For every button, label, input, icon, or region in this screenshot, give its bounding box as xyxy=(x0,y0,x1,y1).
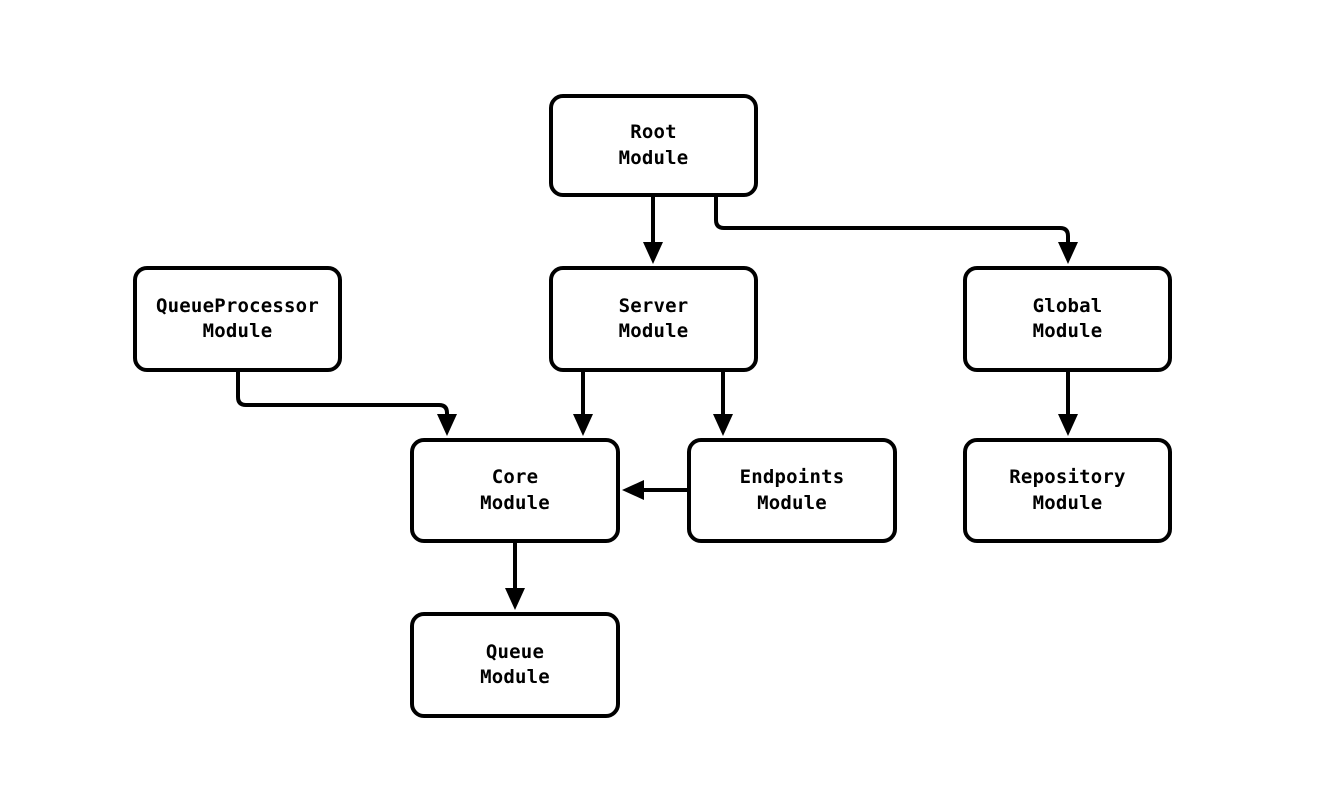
node-queue-label: Queue Module xyxy=(480,640,550,688)
node-root[interactable]: Root Module xyxy=(549,94,758,197)
node-endpoints[interactable]: Endpoints Module xyxy=(687,438,897,543)
node-root-label: Root Module xyxy=(618,121,689,169)
node-global[interactable]: Global Module xyxy=(963,266,1172,372)
arrowhead-core-queue xyxy=(505,588,525,610)
node-server-label: Server Module xyxy=(618,294,689,342)
node-global-label: Global Module xyxy=(1032,294,1103,342)
node-repository-label: Repository Module xyxy=(1009,466,1126,514)
arrowhead-server-core xyxy=(573,414,593,436)
node-core[interactable]: Core Module xyxy=(410,438,620,543)
node-endpoints-label: Endpoints Module xyxy=(739,466,845,514)
arrowhead-queueprocessor-core xyxy=(437,414,457,436)
arrowhead-global-repository xyxy=(1058,414,1078,436)
edge-root-global xyxy=(714,197,1070,252)
node-queueprocessor[interactable]: QueueProcessor Module xyxy=(133,266,342,372)
node-server[interactable]: Server Module xyxy=(549,266,758,372)
node-queue[interactable]: Queue Module xyxy=(410,612,620,718)
edge-queueprocessor-core xyxy=(236,372,449,424)
node-queueprocessor-label: QueueProcessor Module xyxy=(156,294,319,342)
arrowhead-root-server xyxy=(643,242,663,264)
arrowhead-root-global xyxy=(1058,242,1078,264)
node-repository[interactable]: Repository Module xyxy=(963,438,1172,543)
arrowhead-server-endpoints xyxy=(713,414,733,436)
node-core-label: Core Module xyxy=(480,466,550,514)
arrowhead-endpoints-core xyxy=(622,480,644,500)
